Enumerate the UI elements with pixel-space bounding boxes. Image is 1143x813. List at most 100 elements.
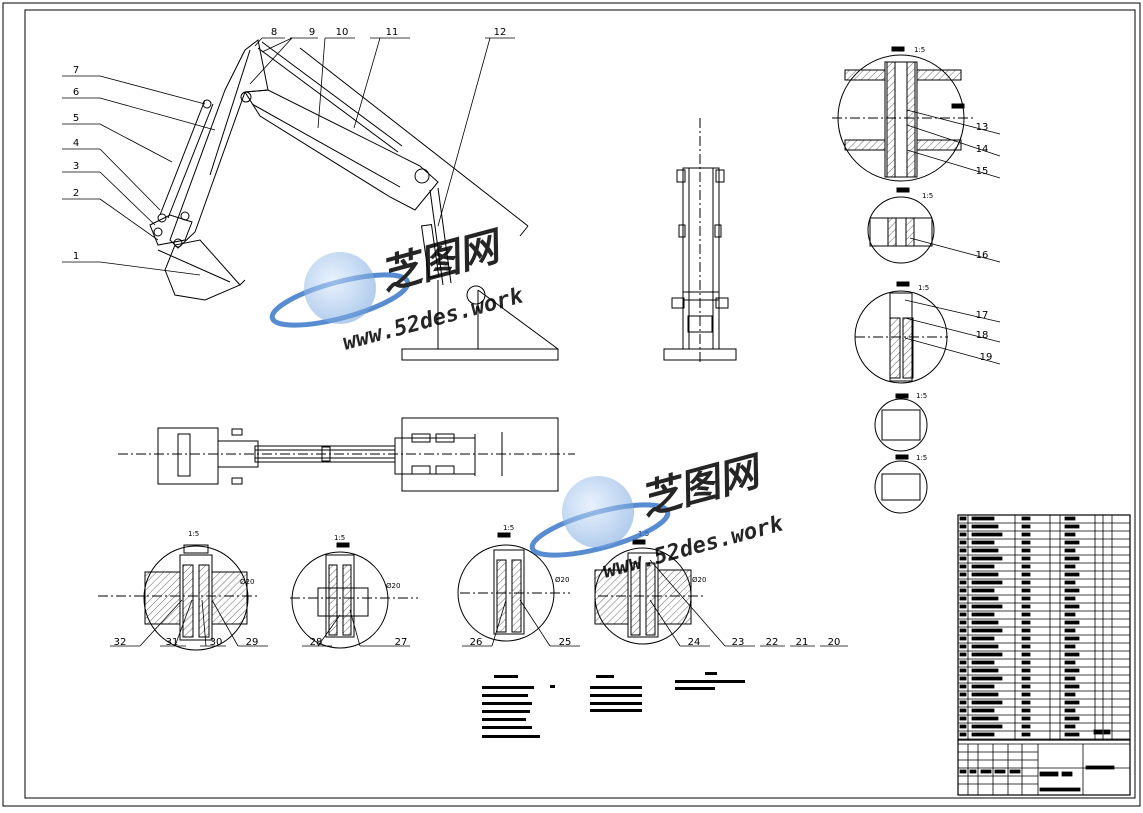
bom-cell-filler: [971, 724, 1003, 729]
bom-cell-filler: [959, 588, 967, 593]
bom-cell-filler: [1021, 556, 1031, 561]
front-view: [663, 118, 737, 365]
callout-9: 9: [309, 27, 315, 38]
bom-cell-filler: [1021, 692, 1031, 697]
bom-cell-filler: [1021, 532, 1031, 537]
bom-cell-filler: [971, 532, 1003, 537]
callout-7: 7: [73, 65, 79, 76]
bom-cell-filler: [971, 692, 999, 697]
bom-cell-filler: [1064, 644, 1076, 649]
bom-cell-filler: [1064, 660, 1076, 665]
watermark-logo: 芝图网 www.52des.work: [529, 448, 786, 584]
callout-16: 16: [976, 250, 989, 261]
bom-cell-filler: [959, 612, 967, 617]
scale-label: 1:5: [334, 534, 345, 542]
bom-cell-filler: [971, 668, 999, 673]
scale-label: 1:5: [914, 46, 925, 54]
bom-cell-filler: [959, 524, 967, 529]
bom-cell-filler: [971, 588, 995, 593]
bom-cell-filler: [1064, 564, 1076, 569]
bom-cell-filler: [959, 604, 967, 609]
bom-cell-filler: [1064, 652, 1080, 657]
callout-14: 14: [976, 144, 989, 155]
bom-cell-filler: [959, 572, 967, 577]
detail-views-right: [832, 46, 1001, 514]
bom-cell-filler: [971, 700, 1003, 705]
bom-cell-filler: [1064, 668, 1080, 673]
callout-5: 5: [73, 113, 79, 124]
bom-cell-filler: [1021, 540, 1031, 545]
callout-1: 1: [73, 251, 79, 262]
bom-cell-filler: [1021, 620, 1031, 625]
callout-4: 4: [73, 138, 79, 149]
callout-12: 12: [494, 27, 507, 38]
bom-cell-filler: [1021, 724, 1031, 729]
bom-cell-filler: [971, 612, 995, 617]
bom-cell-filler: [971, 596, 999, 601]
bom-cell-filler: [1064, 676, 1076, 681]
technical-notes: [482, 672, 745, 738]
bom-cell-filler: [971, 540, 995, 545]
bom-cell-filler: [1064, 540, 1080, 545]
bom-cell-filler: [971, 708, 995, 713]
bom-cell-filler: [959, 716, 967, 721]
callout-11: 11: [386, 27, 399, 38]
callout-26: 26: [470, 637, 483, 648]
bom-cell-filler: [1021, 604, 1031, 609]
bom-cell-filler: [959, 628, 967, 633]
bom-cell-filler: [1021, 676, 1031, 681]
bom-cell-filler: [1021, 612, 1031, 617]
dimension-labels: Ø20 Ø20 Ø20 Ø20: [240, 576, 706, 590]
bom-cell-filler: [1021, 708, 1031, 713]
bom-cell-filler: [959, 636, 967, 641]
callout-30: 30: [210, 637, 223, 648]
callout-19: 19: [980, 352, 993, 363]
bom-cell-filler: [1021, 636, 1031, 641]
side-view: [62, 37, 559, 361]
bom-cell-filler: [959, 708, 967, 713]
callout-15: 15: [976, 166, 989, 177]
bom-cell-filler: [1021, 716, 1031, 721]
bom-cell-filler: [959, 532, 967, 537]
scale-label: 1:5: [918, 284, 929, 292]
bom-cell-filler: [959, 580, 967, 585]
bom-cell-filler: [971, 516, 995, 521]
bom-cell-filler: [1064, 516, 1076, 521]
bom-cell-filler: [971, 572, 999, 577]
bom-cell-filler: [971, 732, 995, 737]
bom-cell-filler: [1064, 588, 1080, 593]
bom-cell-filler: [1021, 732, 1031, 737]
bom-cell-filler: [1064, 708, 1076, 713]
bom-cell-filler: [1064, 684, 1080, 689]
bom-cell-filler: [1064, 572, 1080, 577]
bom-cell-filler: [1021, 524, 1031, 529]
bom-cell-filler: [959, 564, 967, 569]
bom-cell-filler: [1064, 620, 1080, 625]
bom-cell-filler: [1021, 588, 1031, 593]
callout-24: 24: [688, 637, 701, 648]
bom-cell-filler: [1064, 596, 1076, 601]
bom-cell-filler: [959, 692, 967, 697]
bom-cell-filler: [959, 660, 967, 665]
bom-cell-filler: [1021, 644, 1031, 649]
bom-cell-filler: [959, 668, 967, 673]
bom-cell-filler: [1021, 684, 1031, 689]
bom-cell-filler: [1021, 516, 1031, 521]
bom-cell-filler: [1064, 580, 1076, 585]
bom-cell-filler: [959, 684, 967, 689]
scale-label: 1:5: [916, 392, 927, 400]
bom-cell-filler: [1064, 692, 1076, 697]
bom-cell-filler: [1064, 716, 1080, 721]
dimension-label: Ø20: [240, 578, 254, 586]
bom-cell-filler: [959, 732, 967, 737]
bom-cell-filler: [1021, 668, 1031, 673]
scale-label: 1:5: [188, 530, 199, 538]
callout-2: 2: [73, 188, 79, 199]
bom-cell-filler: [1064, 732, 1080, 737]
bom-cell-filler: [1064, 524, 1080, 529]
callout-8: 8: [271, 27, 277, 38]
bom-cell-filler: [1021, 596, 1031, 601]
callout-17: 17: [976, 310, 989, 321]
bom-cell-filler: [971, 652, 1003, 657]
